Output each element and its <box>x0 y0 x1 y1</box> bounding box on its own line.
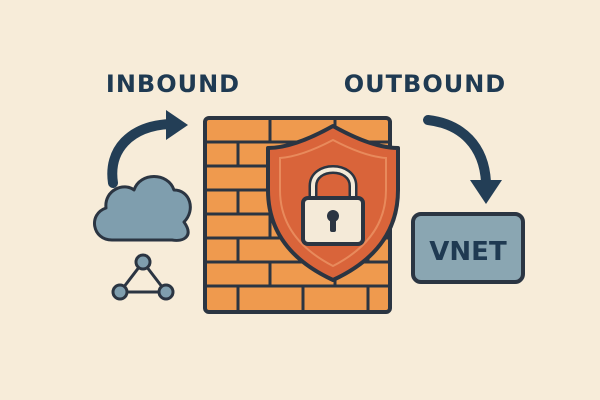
vnet-label: VNET <box>429 237 507 267</box>
outbound-label: OUTBOUND <box>344 70 506 98</box>
outbound-arrow-icon <box>423 115 502 204</box>
inbound-label: INBOUND <box>106 70 240 98</box>
cloud-icon <box>93 175 192 242</box>
inbound-arrow-icon <box>107 110 188 188</box>
vnet-box: VNET <box>411 212 525 284</box>
network-nodes-icon <box>111 253 175 301</box>
padlock-icon <box>301 165 365 246</box>
